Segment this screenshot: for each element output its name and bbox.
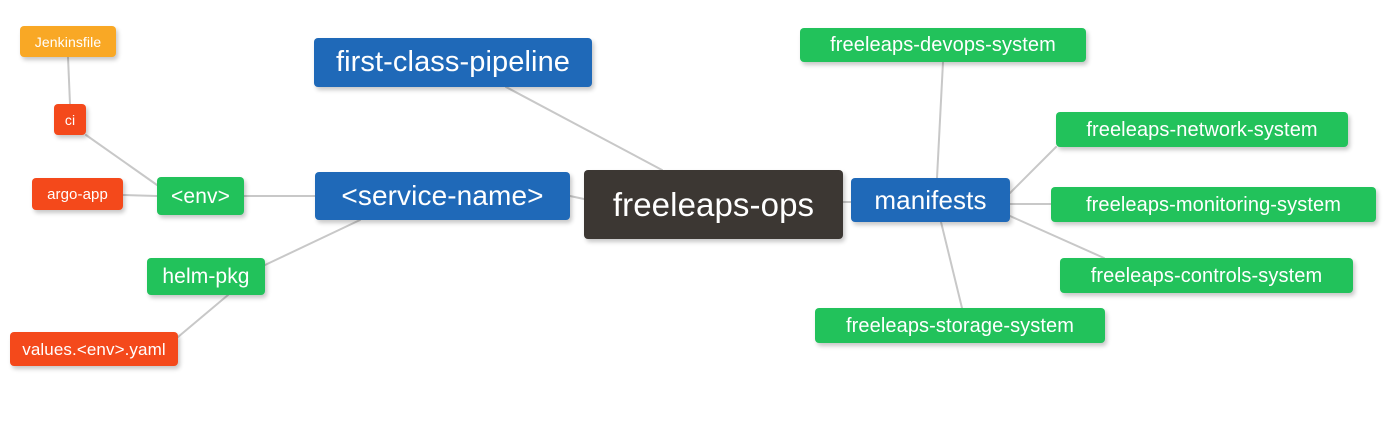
node-label-argo-app: argo-app	[47, 185, 108, 203]
edge-jenkinsfile-to-ci	[67, 56, 71, 105]
node-label-manifests: manifests	[874, 185, 987, 215]
node-label-freeleaps-ops: freeleaps-ops	[612, 186, 815, 223]
edge-first-class-pipeline-to-freeleaps-ops	[505, 86, 663, 171]
node-label-service-name: <service-name>	[341, 180, 544, 211]
node-argo-app[interactable]: argo-app	[32, 178, 123, 210]
node-label-freeleaps-devops-system: freeleaps-devops-system	[830, 34, 1056, 56]
node-values-yaml[interactable]: values.<env>.yaml	[10, 332, 178, 366]
node-freeleaps-devops-system[interactable]: freeleaps-devops-system	[800, 28, 1086, 62]
node-label-freeleaps-network-system: freeleaps-network-system	[1086, 118, 1318, 141]
node-env[interactable]: <env>	[157, 177, 244, 215]
node-label-freeleaps-controls-system: freeleaps-controls-system	[1090, 264, 1323, 287]
edge-service-name-to-freeleaps-ops	[569, 195, 585, 200]
node-freeleaps-ops[interactable]: freeleaps-ops	[584, 170, 843, 239]
node-ci[interactable]: ci	[54, 104, 86, 135]
node-label-first-class-pipeline: first-class-pipeline	[335, 46, 571, 78]
node-label-freeleaps-storage-system: freeleaps-storage-system	[845, 314, 1075, 337]
node-manifests[interactable]: manifests	[851, 178, 1010, 222]
node-label-values-yaml: values.<env>.yaml	[22, 339, 166, 359]
edge-manifests-to-freeleaps-controls-system	[1009, 215, 1105, 259]
node-freeleaps-network-system[interactable]: freeleaps-network-system	[1056, 112, 1348, 147]
edge-manifests-to-freeleaps-network-system	[1009, 146, 1057, 194]
node-freeleaps-controls-system[interactable]: freeleaps-controls-system	[1060, 258, 1353, 293]
edge-argo-app-to-env	[122, 194, 158, 197]
node-freeleaps-storage-system[interactable]: freeleaps-storage-system	[815, 308, 1105, 343]
node-label-jenkinsfile: Jenkinsfile	[34, 33, 102, 50]
node-jenkinsfile[interactable]: Jenkinsfile	[20, 26, 116, 57]
node-helm-pkg[interactable]: helm-pkg	[147, 258, 265, 295]
node-label-freeleaps-monitoring-system: freeleaps-monitoring-system	[1085, 193, 1341, 216]
edge-helm-pkg-to-service-name	[264, 219, 361, 266]
node-label-helm-pkg: helm-pkg	[162, 265, 250, 288]
edge-manifests-to-freeleaps-storage-system	[940, 221, 963, 309]
node-service-name[interactable]: <service-name>	[315, 172, 570, 220]
edge-values-yaml-to-helm-pkg	[177, 294, 229, 338]
node-freeleaps-monitoring-system[interactable]: freeleaps-monitoring-system	[1051, 187, 1376, 222]
edge-manifests-to-freeleaps-devops-system	[936, 61, 944, 179]
node-label-env: <env>	[171, 184, 230, 208]
node-label-ci: ci	[64, 111, 76, 128]
node-first-class-pipeline[interactable]: first-class-pipeline	[314, 38, 592, 87]
